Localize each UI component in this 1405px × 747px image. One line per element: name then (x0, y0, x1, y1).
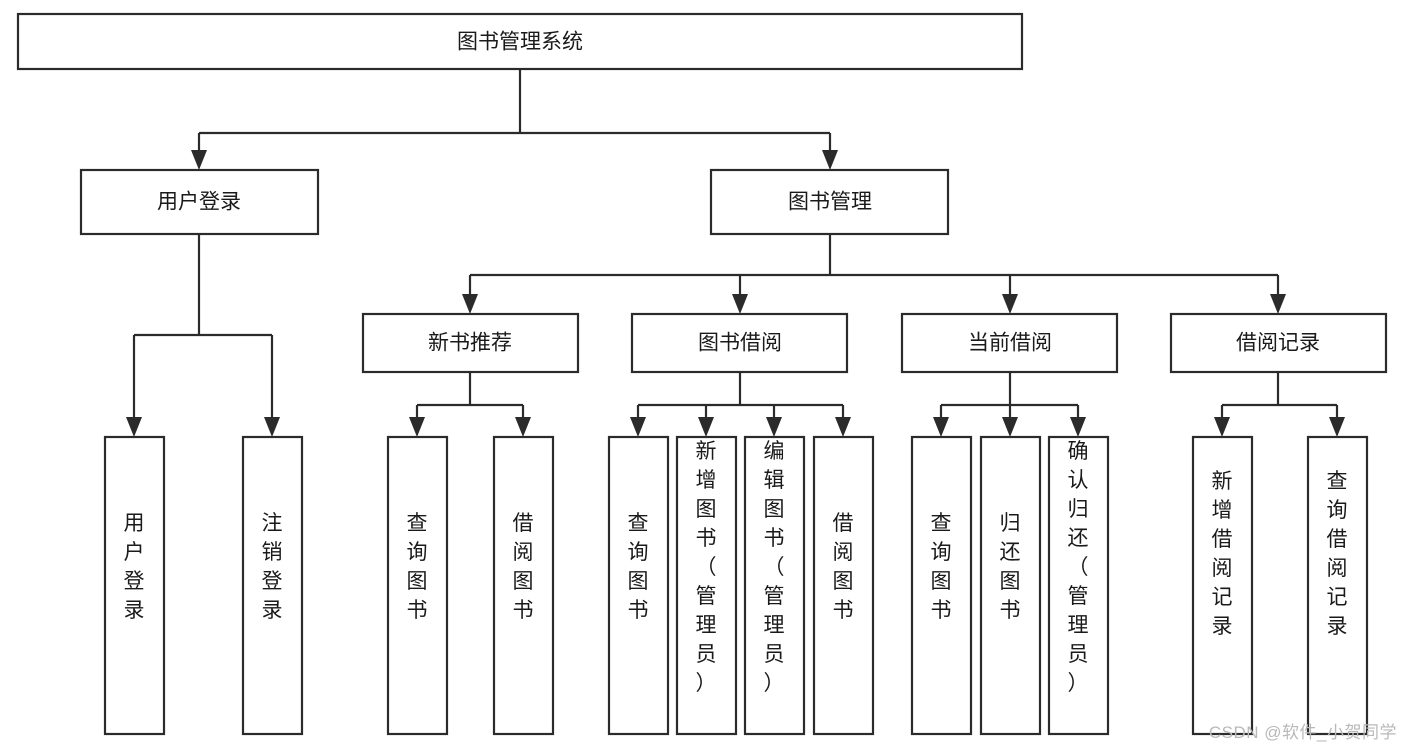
arrow-head-leaf-6 (698, 417, 714, 437)
node-root-label: 图书管理系统 (457, 31, 583, 54)
leaf-node-13[interactable]: 查询借阅记录 (1306, 435, 1369, 736)
node-current-label: 当前借阅 (968, 332, 1052, 355)
leaf-node-8[interactable]: 借阅图书 (812, 435, 875, 736)
leaf-node-9-box[interactable] (910, 435, 973, 736)
leaf-node-7-label: 编辑图书（管理员） (764, 440, 785, 695)
arrow-head-leaf-1 (126, 417, 142, 437)
node-login-label: 用户登录 (157, 191, 241, 214)
leaf-node-5-box[interactable] (607, 435, 670, 736)
node-borrow[interactable]: 图书借阅 (630, 312, 849, 374)
arrow-head-leaf-9 (933, 417, 949, 437)
leaf-node-3-box[interactable] (386, 435, 449, 736)
arrow-head-borrow (732, 294, 748, 314)
node-borrow-label: 图书借阅 (698, 332, 782, 355)
leaf-node-6[interactable]: 新增图书（管理员） (675, 435, 738, 736)
leaf-node-12-label: 新增借阅记录 (1212, 470, 1233, 638)
arrow-head-current (1002, 294, 1018, 314)
node-root-box[interactable] (16, 12, 1024, 71)
leaf-node-10[interactable]: 归还图书 (979, 435, 1042, 736)
connector-layer (126, 69, 1345, 437)
arrow-head-leaf-5 (630, 417, 646, 437)
leaf-node-12[interactable]: 新增借阅记录 (1191, 435, 1254, 736)
leaf-node-7-box[interactable] (743, 435, 806, 736)
leaf-node-4[interactable]: 借阅图书 (492, 435, 555, 736)
arrow-head-newbook (462, 294, 478, 314)
node-current-box[interactable] (900, 312, 1119, 374)
leaf-node-10-box[interactable] (979, 435, 1042, 736)
arrow-head-leaf-10 (1002, 417, 1018, 437)
leaf-node-9-label: 查询图书 (931, 512, 952, 622)
leaf-node-1[interactable]: 用户登录 (103, 435, 166, 736)
node-bookmgmt[interactable]: 图书管理 (709, 168, 950, 236)
node-bookmgmt-label: 图书管理 (788, 191, 872, 214)
leaf-node-2-label: 注销登录 (262, 512, 283, 622)
leaf-node-12-box[interactable] (1191, 435, 1254, 736)
leaf-node-8-box[interactable] (812, 435, 875, 736)
leaf-node-13-box[interactable] (1306, 435, 1369, 736)
arrow-head-leaf-3 (409, 417, 425, 437)
node-root[interactable]: 图书管理系统 (16, 12, 1024, 71)
arrow-head-leaf-7 (766, 417, 782, 437)
leaf-node-5[interactable]: 查询图书 (607, 435, 670, 736)
leaf-node-3-label: 查询图书 (407, 512, 428, 622)
leaf-node-7[interactable]: 编辑图书（管理员） (743, 435, 806, 736)
csdn-watermark: CSDN @软件_小贺同学 (1208, 723, 1397, 742)
arrow-head-leaf-8 (835, 417, 851, 437)
arrow-head-record (1270, 294, 1286, 314)
node-borrow-box[interactable] (630, 312, 849, 374)
arrow-head-bookmgmt (822, 150, 838, 170)
node-login[interactable]: 用户登录 (79, 168, 320, 236)
leaf-node-13-label: 查询借阅记录 (1327, 470, 1348, 638)
node-bookmgmt-box[interactable] (709, 168, 950, 236)
leaf-node-8-label: 借阅图书 (833, 512, 854, 622)
leaf-node-3[interactable]: 查询图书 (386, 435, 449, 736)
leaf-node-6-label: 新增图书（管理员） (696, 440, 717, 695)
node-record[interactable]: 借阅记录 (1169, 312, 1388, 374)
leaf-node-1-label: 用户登录 (124, 512, 145, 622)
leaf-node-1-box[interactable] (103, 435, 166, 736)
leaf-node-2-box[interactable] (241, 435, 304, 736)
leaf-node-5-label: 查询图书 (628, 512, 649, 622)
arrow-head-login (191, 150, 207, 170)
node-newbook-label: 新书推荐 (428, 332, 512, 355)
arrow-head-leaf-12 (1214, 417, 1230, 437)
leaf-node-10-label: 归还图书 (1000, 512, 1021, 622)
leaf-node-2[interactable]: 注销登录 (241, 435, 304, 736)
node-newbook-box[interactable] (361, 312, 580, 374)
node-login-box[interactable] (79, 168, 320, 236)
node-record-box[interactable] (1169, 312, 1388, 374)
leaf-node-6-box[interactable] (675, 435, 738, 736)
node-current[interactable]: 当前借阅 (900, 312, 1119, 374)
node-record-label: 借阅记录 (1236, 332, 1320, 355)
arrow-head-leaf-11 (1070, 417, 1086, 437)
leaf-node-11-label: 确认归还（管理员） (1068, 440, 1089, 695)
arrow-head-leaf-2 (264, 417, 280, 437)
leaf-node-4-box[interactable] (492, 435, 555, 736)
node-newbook[interactable]: 新书推荐 (361, 312, 580, 374)
arrow-head-leaf-13 (1329, 417, 1345, 437)
leaf-node-4-label: 借阅图书 (513, 512, 534, 622)
arrow-head-leaf-4 (515, 417, 531, 437)
leaf-node-11[interactable]: 确认归还（管理员） (1047, 435, 1110, 736)
leaf-node-9[interactable]: 查询图书 (910, 435, 973, 736)
leaf-node-11-box[interactable] (1047, 435, 1110, 736)
